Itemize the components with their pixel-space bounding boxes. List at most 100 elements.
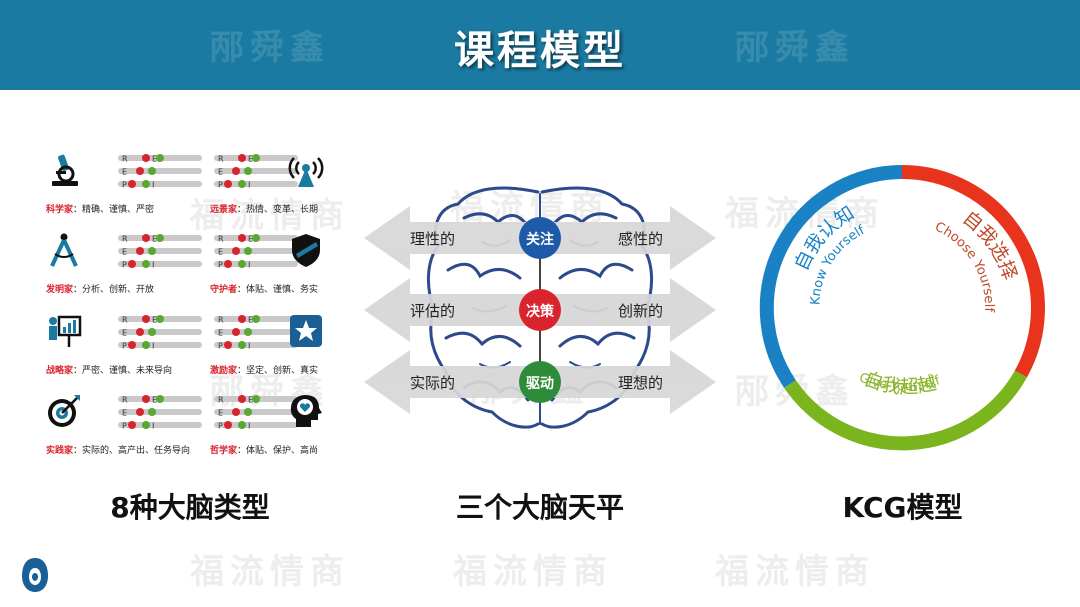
reib-letter: E — [152, 155, 157, 164]
reib-dot — [238, 315, 246, 323]
reib-letter: E — [122, 248, 127, 257]
brain-type-strategist: REEIPI 战略家：严密、谨慎、未来导向 — [46, 313, 202, 385]
header-bar: 邴舜鑫 邴舜鑫 课程模型 — [0, 0, 1080, 90]
reib-row: EI — [214, 408, 298, 418]
reib-letter: E — [152, 396, 157, 405]
reib-letter: E — [122, 168, 127, 177]
reib-letter: E — [248, 396, 253, 405]
type-name: 远景家 — [210, 205, 238, 215]
watermark: 福流情商 — [190, 196, 350, 236]
reib-dot — [224, 421, 232, 429]
type-name: 科学家 — [46, 205, 74, 215]
reib-dot — [232, 247, 240, 255]
logo-icon — [22, 558, 48, 592]
reib-dot — [156, 395, 164, 403]
type-traits: ：精确、谨慎、严密 — [73, 205, 155, 215]
type-caption: 哲学家：体贴、保护、高尚 — [210, 443, 318, 456]
reib-letter: E — [152, 316, 157, 325]
reib-letter: P — [122, 422, 127, 431]
kcg-segment-choose — [901, 165, 1045, 378]
reib-row: EI — [118, 167, 202, 177]
head-heart-icon — [290, 395, 322, 427]
star-badge-icon — [290, 315, 322, 347]
balance-left-focus: 理性的 — [410, 230, 456, 248]
page-title: 课程模型 — [454, 28, 626, 74]
reib-row: EI — [118, 408, 202, 418]
reib-letter: R — [122, 235, 128, 244]
microscope-icon — [52, 154, 78, 186]
type-name: 哲学家 — [210, 446, 238, 456]
reib-dot — [136, 247, 144, 255]
reib-letter: P — [218, 342, 223, 351]
kcg-segment-give — [784, 370, 1027, 451]
reib-dot — [244, 247, 252, 255]
balance-right-drive: 理想的 — [618, 374, 664, 392]
brain-type-motivator: REEIPI 激励家：坚定、创新、真实 — [210, 313, 355, 385]
reib-letter: E — [248, 155, 253, 164]
header-watermark-left: 邴舜鑫 — [210, 28, 330, 68]
reib-row: EI — [118, 247, 202, 257]
reib-letter: R — [218, 235, 224, 244]
reib-indicator: RE EI PI — [214, 234, 298, 270]
reib-dot — [156, 315, 164, 323]
brain-type-scientist: REEIPI 科学家：精确、谨慎、严密 — [46, 152, 202, 224]
brain-type-visionary: REEIPI 远景家：热情、变革、长期 — [210, 152, 355, 224]
brain-type-guardian: RE EI PI 守护者：体贴、谨慎、务实 — [210, 232, 355, 304]
reib-indicator: REEIPI — [214, 154, 298, 190]
watermark: 福流情商 — [450, 188, 610, 228]
brain-type-philosopher: REEIPI 哲学家：体贴、保护、高尚 — [210, 393, 355, 465]
watermark: 福流情商 — [453, 552, 613, 592]
reib-dot — [142, 395, 150, 403]
type-caption: 远景家：热情、变革、长期 — [210, 202, 318, 215]
reib-dot — [136, 328, 144, 336]
reib-letter: P — [218, 261, 223, 270]
watermark: 福流情商 — [715, 552, 875, 592]
reib-dot — [224, 341, 232, 349]
reib-dot — [136, 167, 144, 175]
section-label-brain-balance: 三个大脑天平 — [455, 491, 624, 524]
reib-letter: E — [122, 409, 127, 418]
type-traits: ：实际的、高产出、任务导向 — [73, 446, 191, 456]
reib-dot — [232, 167, 240, 175]
reib-dot — [148, 247, 156, 255]
reib-indicator: REEIPI — [118, 315, 202, 351]
reib-dot — [142, 315, 150, 323]
section-label-kcg: KCG模型 — [842, 491, 963, 524]
reib-dot — [232, 328, 240, 336]
broadcast-tower-icon — [288, 157, 324, 187]
reib-letter: I — [248, 181, 250, 190]
reib-dot — [252, 395, 260, 403]
balance-circle-focus — [519, 217, 561, 259]
reib-letter: R — [122, 155, 128, 164]
reib-letter: E — [218, 409, 223, 418]
reib-dot — [156, 154, 164, 162]
kcg-text-give-cn: 自我超越 — [861, 368, 938, 398]
reib-indicator: REEIPI — [118, 234, 202, 270]
reib-row: EI — [214, 247, 298, 257]
type-traits: ：坚定、创新、真实 — [237, 366, 319, 376]
type-caption: 守护者：体贴、谨慎、务实 — [210, 282, 318, 295]
brain-type-inventor: REEIPI 发明家：分析、创新、开放 — [46, 232, 202, 304]
reib-dot — [148, 408, 156, 416]
type-caption: 激励家：坚定、创新、真实 — [210, 363, 318, 376]
reib-dot — [148, 167, 156, 175]
type-caption: 科学家：精确、谨慎、严密 — [46, 202, 154, 215]
reib-letter: P — [122, 342, 127, 351]
balance-left-drive: 实际的 — [410, 374, 456, 392]
reib-letter: E — [218, 168, 223, 177]
reib-dot — [142, 234, 150, 242]
reib-dot — [238, 341, 246, 349]
reib-row: EI — [214, 328, 298, 338]
reib-letter: E — [152, 235, 157, 244]
type-caption: 战略家：严密、谨慎、未来导向 — [46, 363, 172, 376]
